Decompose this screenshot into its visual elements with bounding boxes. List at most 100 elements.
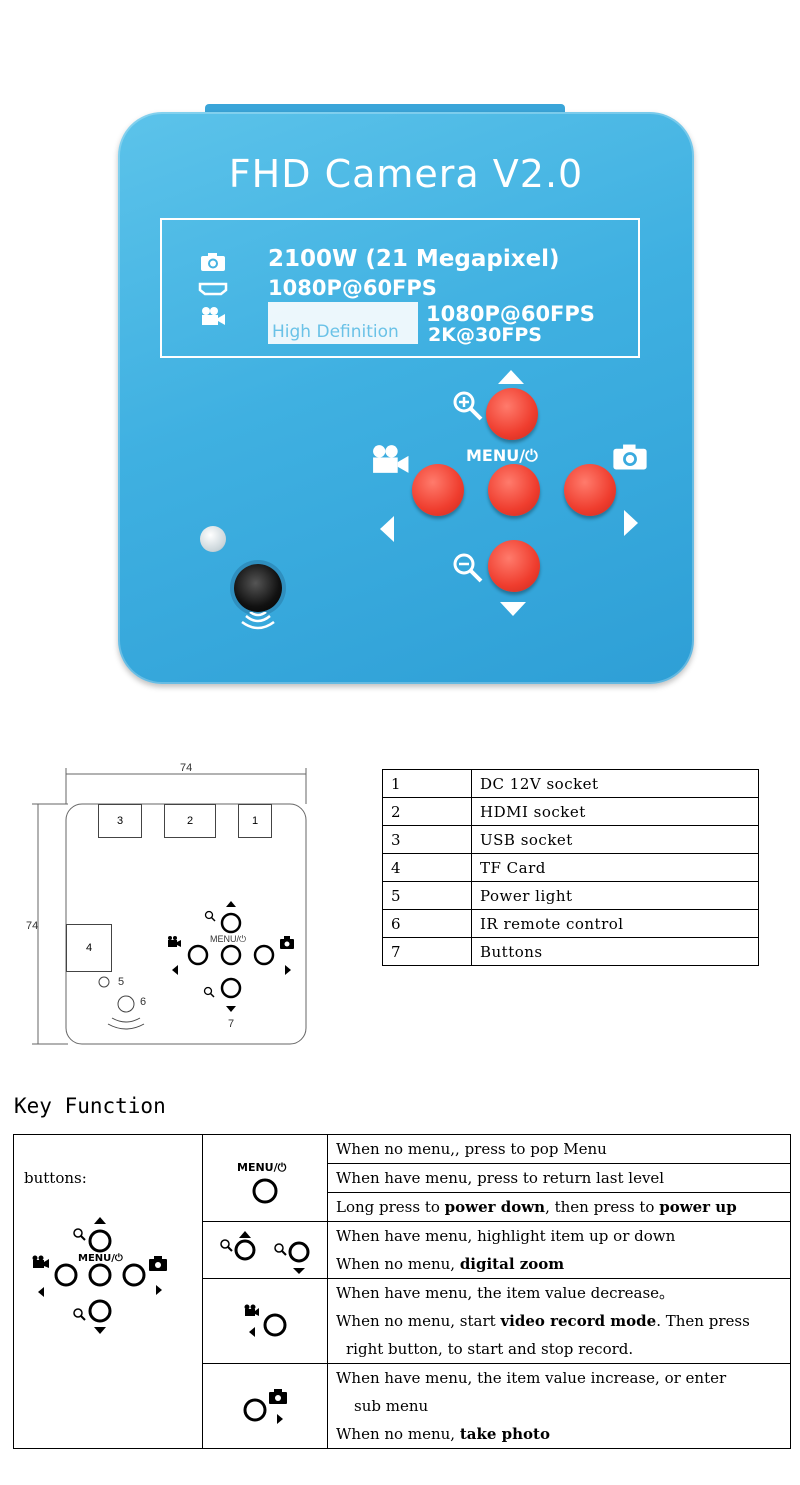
video-function-cell: When have menu, the item value decrease。… xyxy=(327,1278,791,1364)
photo-button[interactable] xyxy=(564,464,616,516)
photo-function-line: sub menu xyxy=(354,1397,429,1415)
key-function-table: buttons: xyxy=(13,1134,791,1449)
row-number: 4 xyxy=(382,853,472,882)
power-down-text: power down xyxy=(444,1198,546,1216)
product-photo: FHD Camera V2.0 2100W (21 Megapixel) xyxy=(0,0,800,720)
zoom-function-cell: When have menu, highlight item up or dow… xyxy=(327,1221,791,1279)
port-hdmi: 2 xyxy=(164,804,216,838)
buttons-overview-cell: buttons: xyxy=(13,1134,203,1449)
menu-power-button[interactable] xyxy=(488,464,540,516)
row-number: 1 xyxy=(382,769,472,798)
menu-button-cell: MENU/⏻ xyxy=(202,1134,328,1222)
hd-badge: High Definition xyxy=(268,302,418,344)
spec-panel: 2100W (21 Megapixel) 1080P@60FPS High De… xyxy=(160,218,640,358)
hd-badge-text: High Definition xyxy=(272,322,399,342)
digital-zoom-text: digital zoom xyxy=(459,1255,565,1273)
photo-camera-icon xyxy=(201,253,225,271)
video-camera-icon xyxy=(202,307,225,325)
row-description: Power light xyxy=(471,881,759,910)
zoom-in-button[interactable] xyxy=(486,388,538,440)
photo-button-icon xyxy=(243,1389,287,1424)
video-function-line: When have menu, the item value decrease。 xyxy=(336,1284,675,1302)
arrow-right-icon xyxy=(624,510,638,536)
zoom-buttons-icon xyxy=(220,1231,310,1274)
menu-label: MENU/⏻ xyxy=(466,446,538,465)
height-dimension: 74 xyxy=(26,920,39,932)
key-function-title: Key Function xyxy=(14,1094,166,1118)
photo-function-line: When no menu, take photo xyxy=(328,1420,790,1448)
menu-function-line: Long press to power down, then press to … xyxy=(328,1193,790,1221)
row-description: TF Card xyxy=(471,853,759,882)
zoom-out-button[interactable] xyxy=(488,540,540,592)
buttons-overview-diagram xyxy=(32,1217,167,1334)
row-number: 5 xyxy=(382,881,472,910)
zoom-function-line: When no menu, digital zoom xyxy=(328,1250,790,1278)
drawing-menu-label: MENU/⏻ xyxy=(210,934,247,944)
video-function-line: right button, to start and stop record. xyxy=(346,1340,634,1358)
menu-button-label: MENU/⏻ xyxy=(237,1161,287,1174)
row-description: IR remote control xyxy=(471,909,759,938)
row-number: 3 xyxy=(382,825,472,854)
photo-function-line: When have menu, the item value increase,… xyxy=(336,1369,727,1387)
port-tf-card: 4 xyxy=(66,924,112,972)
zoom-function-line: When have menu, highlight item up or dow… xyxy=(336,1227,676,1245)
buttons-label: 7 xyxy=(228,1018,235,1030)
arrow-up-icon xyxy=(498,370,524,384)
spec-video-2: 2K@30FPS xyxy=(428,324,542,346)
photo-side-icon xyxy=(613,444,647,470)
port-usb: 3 xyxy=(98,804,142,838)
ir-signal-icon xyxy=(241,612,275,630)
text-span: When no menu, xyxy=(336,1255,460,1273)
text-span: Long press to xyxy=(336,1198,445,1216)
dimension-drawing: 74 74 3 2 1 4 5 6 7 MENU/⏻ xyxy=(0,740,370,1070)
row-number: 6 xyxy=(382,909,472,938)
row-description: HDMI socket xyxy=(471,797,759,826)
photo-button-cell xyxy=(202,1363,328,1449)
zoom-in-icon xyxy=(453,391,483,421)
text-span: When no menu, xyxy=(336,1425,460,1443)
row-number: 7 xyxy=(382,937,472,966)
spec-photo: 2100W (21 Megapixel) xyxy=(268,246,560,272)
menu-function-cell: When no menu,, press to pop Menu When ha… xyxy=(327,1134,791,1222)
buttons-overview-menu-label: MENU/⏻ xyxy=(78,1253,123,1264)
spec-hdmi: 1080P@60FPS xyxy=(268,276,437,300)
menu-button-icon xyxy=(252,1178,278,1204)
zoom-button-cell xyxy=(202,1221,328,1279)
text-span: . Then press xyxy=(656,1312,750,1330)
video-function-line: When no menu, start video record mode. T… xyxy=(328,1307,790,1335)
text-span: , then press to xyxy=(545,1198,660,1216)
row-description: Buttons xyxy=(471,937,759,966)
arrow-left-icon xyxy=(380,516,394,542)
video-button-icon xyxy=(244,1304,287,1337)
row-description: USB socket xyxy=(471,825,759,854)
video-button-cell xyxy=(202,1278,328,1364)
hdmi-icon xyxy=(198,282,228,296)
port-dc: 1 xyxy=(238,804,272,838)
video-side-icon xyxy=(373,445,409,473)
spec-video-1: 1080P@60FPS xyxy=(426,302,595,326)
camera-body: FHD Camera V2.0 2100W (21 Megapixel) xyxy=(118,112,694,684)
power-light xyxy=(200,526,226,552)
row-number: 2 xyxy=(382,797,472,826)
menu-function-line: When have menu, press to return last lev… xyxy=(328,1164,790,1193)
photo-function-cell: When have menu, the item value increase,… xyxy=(327,1363,791,1449)
buttons-overview-label: buttons: xyxy=(24,1169,87,1187)
take-photo-text: take photo xyxy=(459,1425,550,1443)
video-button[interactable] xyxy=(412,464,464,516)
camera-title: FHD Camera V2.0 xyxy=(228,152,584,196)
menu-function-line: When no menu,, press to pop Menu xyxy=(328,1135,790,1164)
dimension-lines xyxy=(32,768,307,1045)
power-light-label: 5 xyxy=(118,976,125,988)
text-span: When no menu, start xyxy=(336,1312,501,1330)
row-description: DC 12V socket xyxy=(471,769,759,798)
video-record-mode-text: video record mode xyxy=(500,1312,657,1330)
ir-receiver xyxy=(234,564,282,612)
